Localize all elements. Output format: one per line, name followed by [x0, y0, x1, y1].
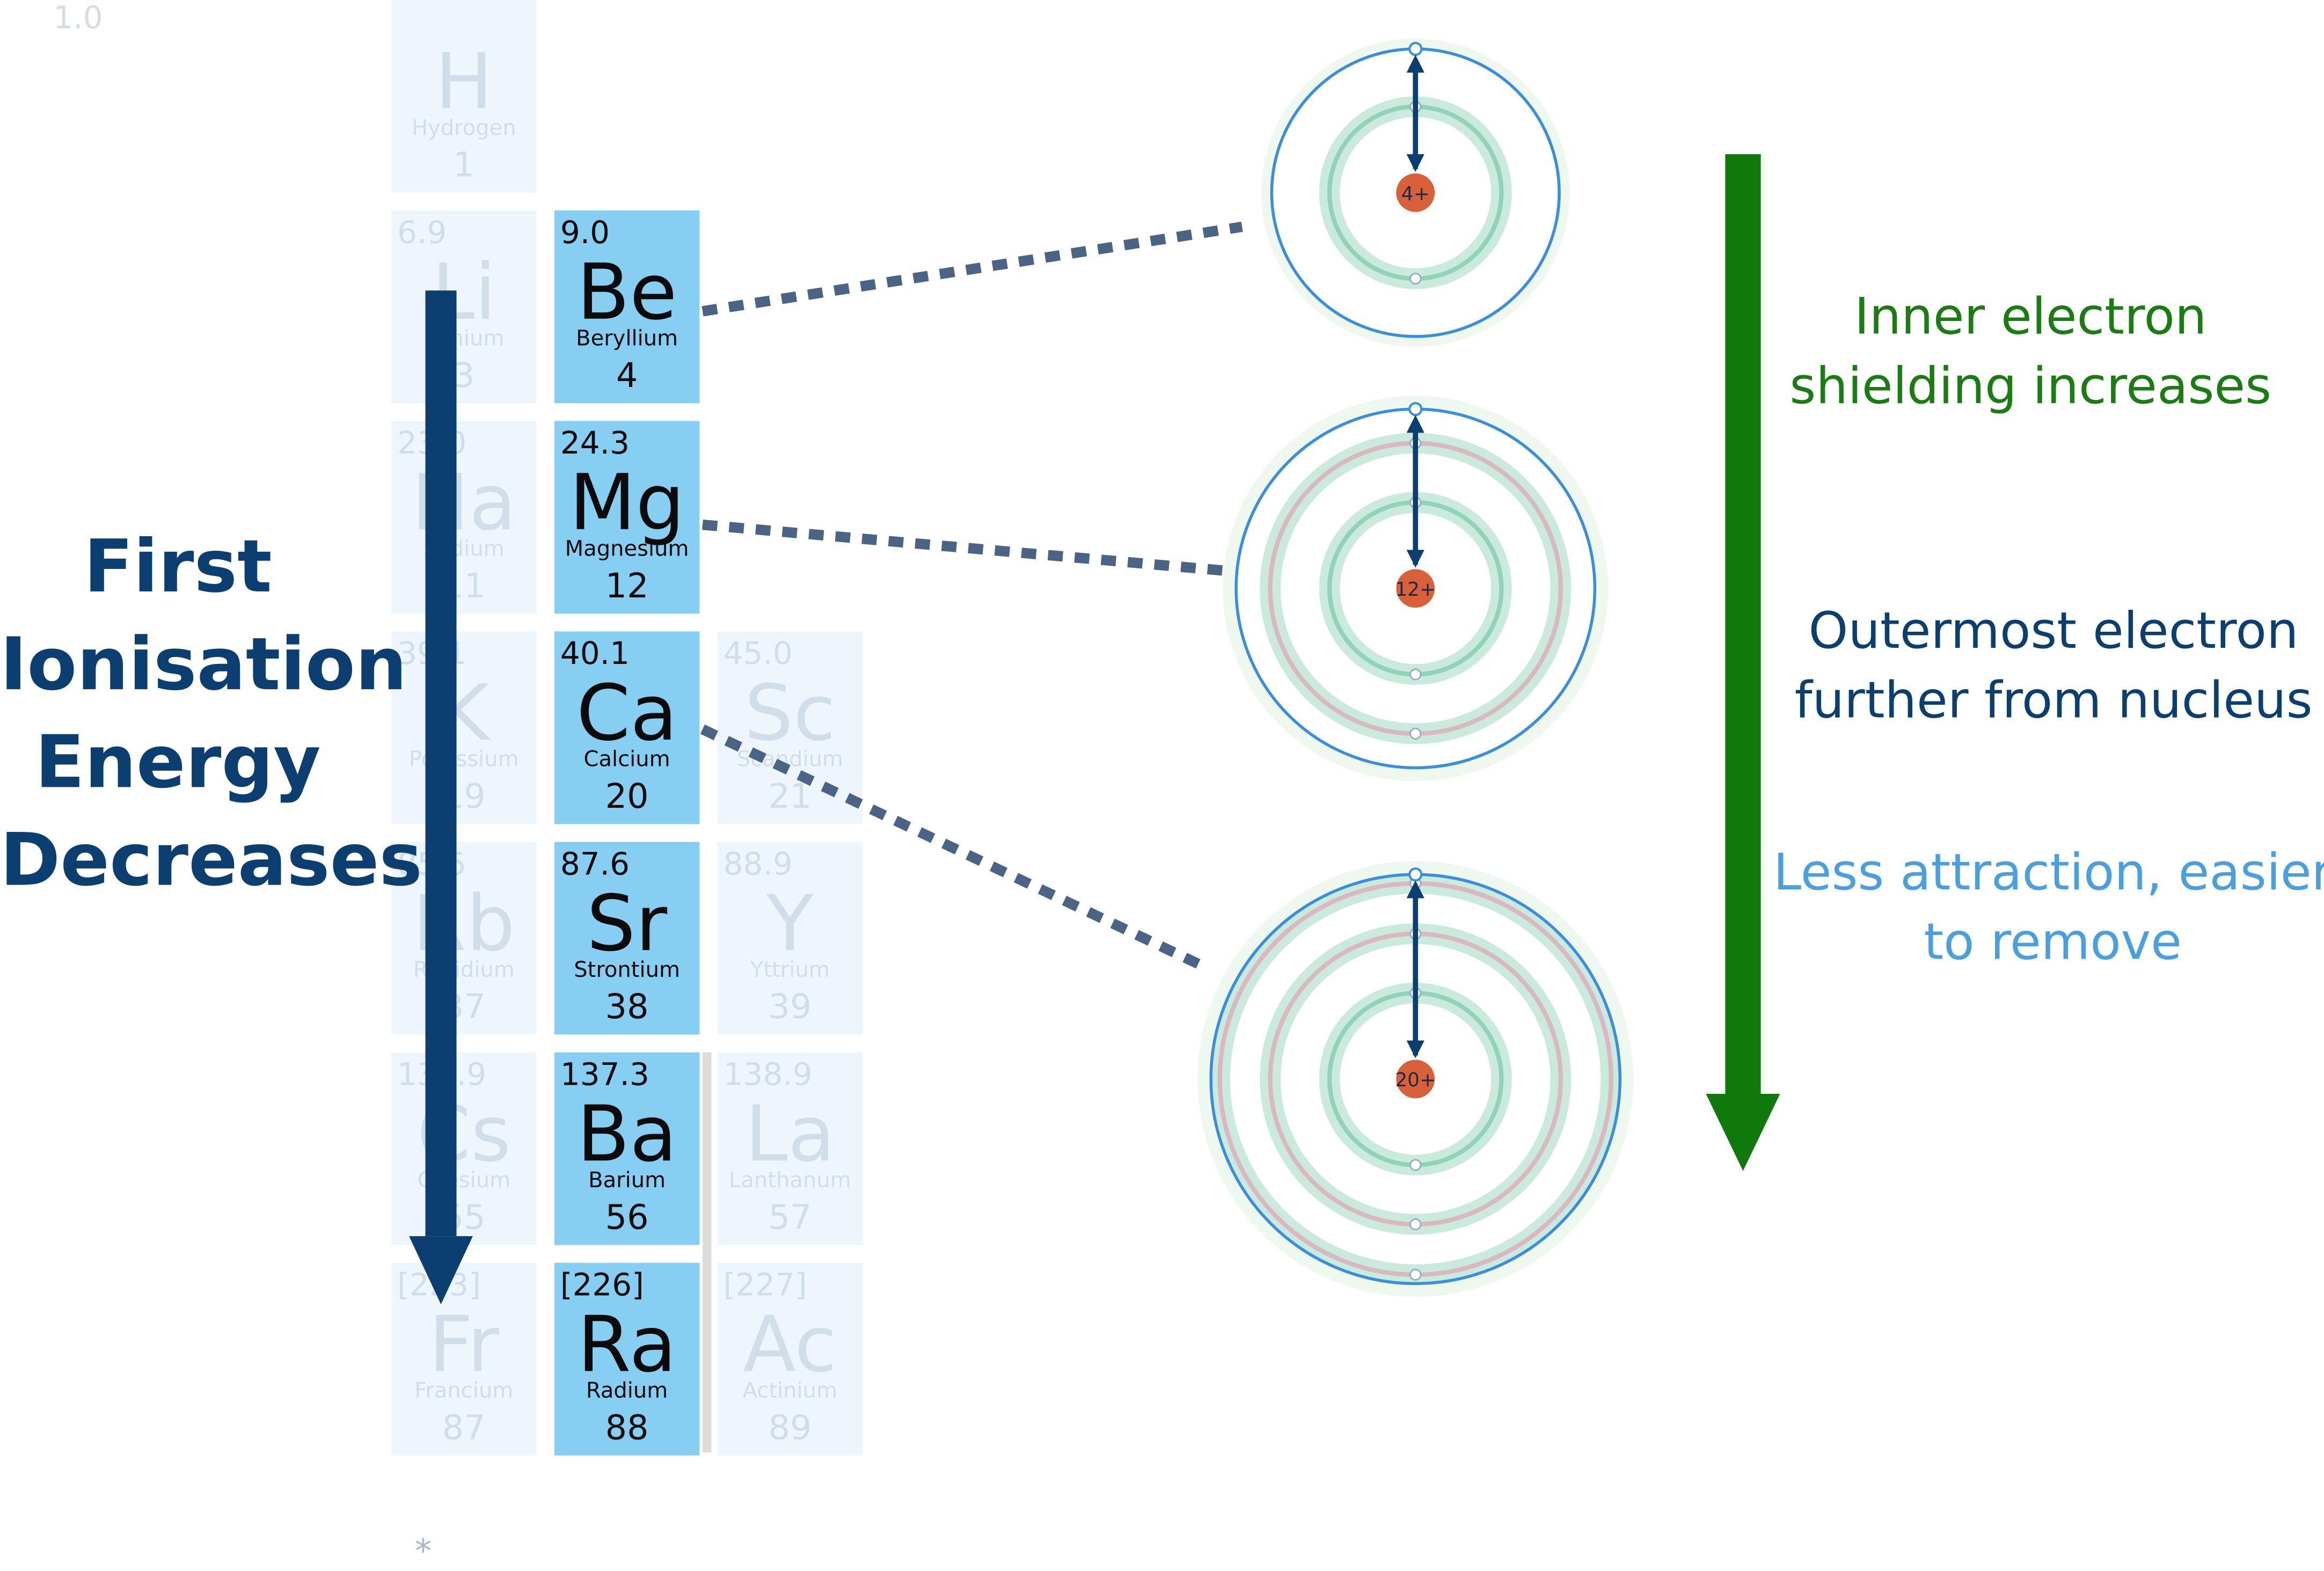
element-name: Magnesium [565, 538, 689, 562]
element-symbol: La [744, 1091, 835, 1180]
connector-mg [702, 519, 1225, 576]
atomic-number: 57 [768, 1199, 812, 1238]
electron [1409, 273, 1422, 285]
nucleus-charge-label: 4+ [1401, 183, 1430, 205]
element-symbol: Fr [428, 1301, 499, 1391]
element-symbol: Ac [743, 1301, 837, 1391]
element-name: Yttrium [750, 959, 830, 983]
atomic-mass: 45.0 [723, 635, 793, 671]
electron [1409, 668, 1422, 681]
connector-ca [700, 724, 1206, 971]
shielding-arrow-head [1706, 1093, 1780, 1171]
electron [1409, 1159, 1422, 1171]
radius-arrow-head-top [1406, 880, 1424, 898]
atomic-number: 3 [453, 357, 475, 396]
outermost-electron [1408, 402, 1423, 417]
atomic-mass: 40.1 [560, 635, 630, 671]
atoms-layer: 4+ 12+ 20+ [1197, 38, 1634, 1297]
atomic-mass: 138.9 [723, 1056, 813, 1093]
element-symbol: H [435, 38, 493, 128]
element-name: Beryllium [576, 327, 678, 352]
element-name: Barium [588, 1169, 666, 1194]
radius-arrow-head-top [1406, 55, 1424, 73]
element-symbol: Ca [576, 670, 678, 759]
atomic-number: 20 [605, 778, 649, 817]
outermost-label: Outermost electron further from nucleus [1794, 602, 2313, 731]
atomic-number: 21 [768, 778, 812, 817]
electron [1409, 1218, 1422, 1231]
atomic-number: 56 [605, 1199, 649, 1238]
radius-arrow-head-bottom [1406, 154, 1424, 172]
element-tile-rb: 85.5RbRubidium37 [391, 842, 537, 1035]
ionisation-arrow-head [409, 1236, 473, 1305]
atomic-mass: 88.9 [723, 846, 793, 882]
element-name: Actinium [742, 1379, 838, 1404]
atomic-number: 39 [768, 988, 812, 1027]
element-name: Calcium [583, 748, 670, 772]
electron [1409, 727, 1422, 740]
atomic-number: 88 [605, 1409, 649, 1448]
element-symbol: Sc [744, 670, 836, 759]
nucleus [1396, 569, 1435, 608]
connector-be [701, 221, 1243, 317]
element-symbol: Be [576, 249, 677, 338]
element-name: Hydrogen [411, 117, 516, 141]
element-symbol: Y [766, 880, 814, 970]
atomic-number: 87 [442, 1409, 486, 1448]
atomic-mass: [227] [723, 1267, 807, 1303]
shielding-label: Inner electron shielding increases [1789, 287, 2272, 417]
nucleus-charge-label: 12+ [1395, 579, 1436, 601]
element-symbol: Mg [569, 459, 685, 549]
first-ionisation-label: First Ionisation Energy Decreases [0, 524, 422, 903]
atomic-number: 89 [768, 1409, 812, 1448]
atomic-mass: 87.6 [560, 846, 630, 882]
element-name: Strontium [574, 959, 681, 983]
atomic-mass: [226] [560, 1267, 644, 1303]
element-symbol: Ba [576, 1091, 677, 1180]
shielding-arrow-shaft [1725, 154, 1761, 1094]
element-name: Lanthanum [729, 1169, 851, 1194]
atomic-number: 38 [605, 988, 649, 1027]
nucleus-charge-label: 20+ [1395, 1069, 1436, 1091]
radius-arrow-head-top [1406, 415, 1424, 433]
atomic-number: 1 [453, 147, 475, 186]
outermost-electron [1408, 42, 1423, 56]
atomic-mass: 137.3 [560, 1056, 649, 1093]
less-attraction-label: Less attraction, easier to remove [1773, 843, 2324, 973]
nucleus [1396, 1059, 1435, 1099]
outermost-electron [1408, 867, 1423, 882]
atomic-mass: 6.9 [397, 215, 447, 251]
element-name: Francium [414, 1379, 514, 1404]
radius-arrow-head-bottom [1406, 550, 1424, 568]
atomic-number: 12 [605, 567, 649, 607]
element-symbol: Ra [577, 1301, 677, 1391]
atomic-mass: 24.3 [560, 425, 630, 461]
block-separator [702, 1052, 712, 1453]
scale-label: 1.0 [53, 0, 103, 36]
atomic-number: 4 [616, 357, 638, 396]
element-symbol: Sr [586, 880, 668, 970]
nucleus [1396, 173, 1435, 212]
atomic-mass: 9.0 [560, 215, 610, 251]
element-name: Radium [586, 1379, 668, 1404]
ionisation-arrow-shaft [425, 290, 457, 1237]
electron [1409, 1268, 1422, 1281]
asterisk-mark: * [415, 1534, 432, 1571]
radius-arrow-head-bottom [1406, 1040, 1424, 1058]
